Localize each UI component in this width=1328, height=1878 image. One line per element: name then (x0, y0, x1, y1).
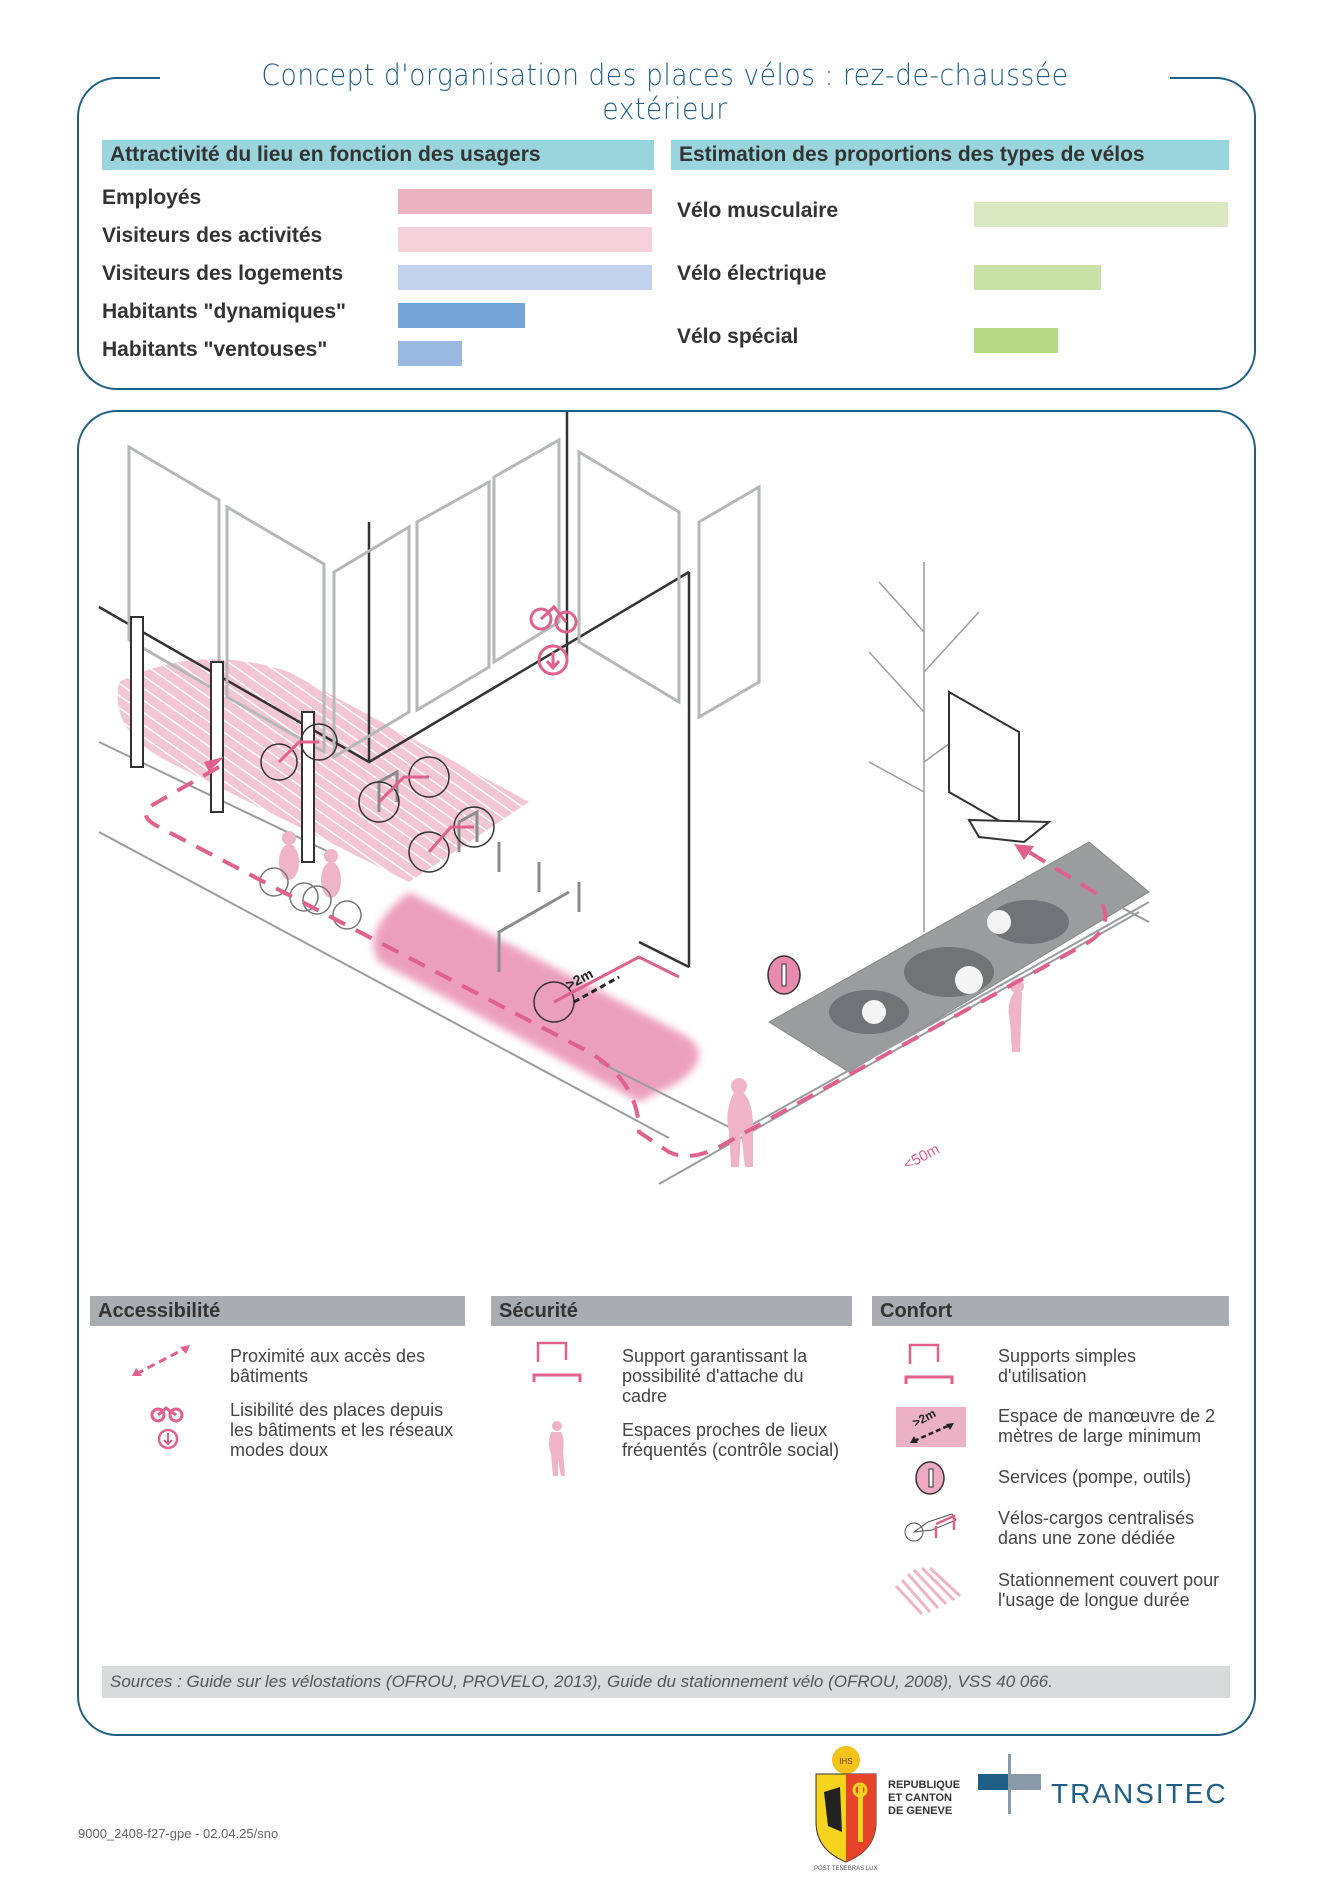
title-gap (160, 60, 1170, 94)
transitec-logo-text: TRANSITEC (1051, 1778, 1228, 1809)
bike-type-label: Vélo musculaire (677, 199, 839, 222)
bike-type-label: Vélo spécial (677, 325, 799, 348)
attractivity-label: Employés (102, 186, 202, 209)
legend-text: Supports simples d'utilisation (998, 1346, 1137, 1386)
geneva-text: REPUBLIQUE ET CANTON DE GENEVE (888, 1779, 960, 1818)
attractivity-bar (398, 341, 462, 366)
bike-frames-pink (277, 740, 680, 1004)
bike-type-label: Vélo électrique (677, 262, 827, 285)
service-station-icon (915, 1461, 945, 1495)
attractivity-bar (398, 189, 652, 214)
svg-text:IHS: IHS (839, 1757, 852, 1766)
bike-type-bar (974, 202, 1228, 227)
entrance (948, 690, 1052, 844)
cargo-bike-icon (904, 1513, 957, 1542)
legend-accessibilite-heading: Accessibilité (90, 1296, 465, 1326)
windows (127, 437, 761, 760)
isometric-illustration: >2m <50m (98, 412, 1150, 1185)
access-path (143, 765, 1108, 1158)
geneva-line-1: REPUBLIQUE (888, 1779, 961, 1791)
geneva-line-3: DE GENEVE (888, 1805, 953, 1817)
legend-text: Proximité aux accès des bâtiments (230, 1346, 426, 1386)
legend-text: Services (pompe, outils) (998, 1467, 1192, 1487)
page-title: Concept d'organisation des places vélos … (261, 58, 1069, 126)
hatched-area-icon (894, 1566, 962, 1616)
transitec-logo-mark (978, 1754, 1041, 1814)
bike-racks (377, 769, 581, 972)
legend-confort-heading: Confort (872, 1296, 1229, 1326)
attractivity-bar (398, 227, 652, 252)
maneuver-space-icon: >2m (896, 1406, 966, 1447)
bike-type-bar (974, 265, 1101, 290)
bike-sign (529, 604, 578, 676)
maneuver-space (373, 892, 699, 1102)
service-station (767, 955, 801, 995)
bike-type-bar (974, 328, 1058, 353)
geneva-motto: POST TENEBRAS LUX (814, 1866, 878, 1872)
illustration-panel (77, 410, 1256, 1736)
legend-text: Stationnement couvert pour l'usage de lo… (998, 1570, 1220, 1610)
attractivity-bar (398, 265, 652, 290)
legend-securite-heading: Sécurité (491, 1296, 852, 1326)
legend-text: Vélos-cargos centralisés dans une zone d… (998, 1508, 1195, 1548)
bike-types-heading: Estimation des proportions des types de … (671, 140, 1229, 170)
cyclist-bikes (259, 867, 362, 930)
arrow-head-right (1014, 844, 1034, 860)
sources-note: Sources : Guide sur les vélostations (OF… (102, 1666, 1230, 1698)
dashed-arrow-icon (132, 1345, 190, 1376)
geneva-line-2: ET CANTON (888, 1792, 952, 1804)
legend-text: Support garantissant la possibilité d'at… (622, 1346, 808, 1406)
attractivity-heading: Attractivité du lieu en fonction des usa… (102, 140, 654, 170)
bike-rack-icon (904, 1343, 954, 1384)
attractivity-label: Habitants "ventouses" (102, 338, 328, 361)
people (279, 831, 1024, 1167)
flowers (862, 910, 1011, 1024)
legend-text: Espace de manœuvre de 2 mètres de large … (998, 1406, 1216, 1446)
document-code: 9000_2408-f27-gpe - 02.04.25/sno (78, 1826, 279, 1841)
attractivity-label: Habitants "dynamiques" (102, 300, 346, 323)
bike-sign-icon (150, 1406, 184, 1450)
attractivity-label: Visiteurs des logements (102, 262, 344, 285)
building (98, 412, 691, 969)
pedestrian-icon (549, 1421, 565, 1476)
geneva-coat-of-arms-logo: IHS (815, 1746, 877, 1863)
arrow-head-left (204, 757, 224, 772)
distance-label: <50m (901, 1141, 942, 1174)
bike-rack-icon (532, 1341, 582, 1382)
legend-text: Espaces proches de lieux fréquentés (con… (622, 1420, 840, 1460)
maneuver-arrow (573, 975, 620, 1004)
tree (868, 562, 980, 932)
attractivity-bar (398, 303, 525, 328)
pillars (130, 616, 315, 863)
double-arrow-icon (910, 1423, 954, 1443)
legend-text: Lisibilité des places depuis les bâtimen… (230, 1400, 454, 1460)
attractivity-label: Visiteurs des activités (102, 224, 323, 247)
